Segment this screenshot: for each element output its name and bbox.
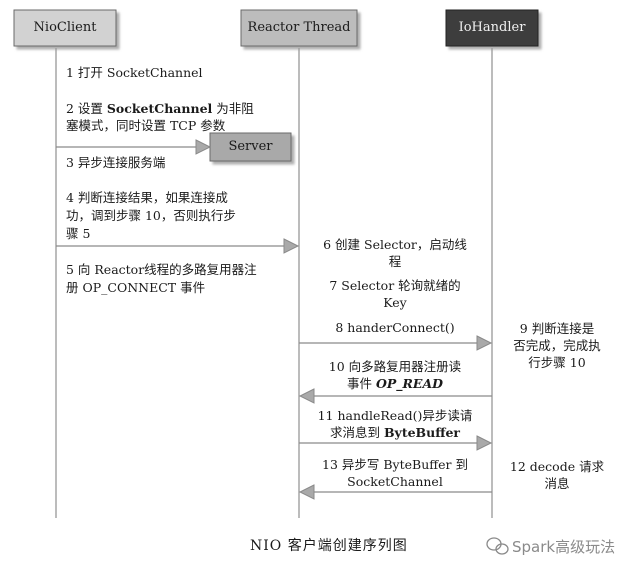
reactor-thread-label: Reactor Thread <box>247 20 351 35</box>
step-3-text: 3 异步连接服务端 <box>66 155 166 170</box>
step-11-line-1: 11 handleRead()异步读请 <box>317 408 473 423</box>
register-read-arrow-head <box>298 388 315 404</box>
message-arrows <box>56 139 493 500</box>
step-8-text: 8 handerConnect() <box>335 320 455 335</box>
step-6-line-1: 6 创建 Selector，启动线 <box>323 237 467 252</box>
write-buffer-arrow-head <box>298 484 315 500</box>
step-11-bytebuffer: ByteBuffer <box>383 425 460 440</box>
wechat-icon <box>486 537 509 555</box>
step-7-line-2: Key <box>383 295 407 310</box>
figure-caption: NIO 客户端创建序列图 <box>250 538 408 554</box>
server-label: Server <box>228 139 273 154</box>
nio-client-box <box>13 9 117 47</box>
step-9-line-1: 9 判断连接是 <box>519 321 595 336</box>
step-9-line-2: 否完成，完成执 <box>513 338 601 353</box>
step-4-line-3: 骤 5 <box>66 226 91 241</box>
reactor-thread-box <box>240 9 358 47</box>
step-4-line-1: 4 判断连接结果，如果连接成 <box>66 190 228 205</box>
step-5-line-2: 册 OP_CONNECT 事件 <box>66 280 206 295</box>
step-2-line-1: 2 设置 SocketChannel 为非阻 <box>66 100 254 117</box>
step-11-prefix: 求消息到 <box>330 425 384 440</box>
step-12-line-2: 消息 <box>544 476 570 491</box>
step-13-line-1: 13 异步写 ByteBuffer 到 <box>322 457 468 472</box>
step-2-socketchannel: SocketChannel <box>106 101 213 116</box>
step-4-line-2: 功，调到步骤 10，否则执行步 <box>66 208 236 223</box>
step-5-line-1: 5 向 Reactor线程的多路复用器注 <box>66 262 257 277</box>
server-box <box>209 132 292 162</box>
step-2-prefix: 2 设置 <box>66 101 107 116</box>
step-6-line-2: 程 <box>388 254 402 269</box>
step-11-line-2: 求消息到 ByteBuffer <box>302 424 488 441</box>
nio-client-label: NioClient <box>33 20 97 35</box>
step-9-line-3: 行步骤 10 <box>528 355 586 370</box>
handle-connect-arrow-head <box>476 335 493 351</box>
connect-server-arrow-head <box>195 139 212 155</box>
watermark-text: Spark高级玩法 <box>512 538 616 556</box>
step-10-line-1: 10 向多路复用器注册读 <box>328 359 462 374</box>
step-10-line-2: 事件 OP_READ <box>302 375 488 392</box>
step-2-line-2: 塞模式，同时设置 TCP 参数 <box>66 118 226 133</box>
step-2-suffix: 为非阻 <box>212 101 254 116</box>
step-12-line-1: 12 decode 请求 <box>509 459 605 474</box>
handle-read-arrow-head <box>476 435 493 451</box>
iohandler-box <box>445 9 539 47</box>
step-13-line-2: SocketChannel <box>347 474 443 489</box>
step-1-text: 1 打开 SocketChannel <box>66 65 203 80</box>
register-connect-arrow-head <box>283 238 300 254</box>
step-10-prefix: 事件 <box>347 376 376 391</box>
iohandler-label: IoHandler <box>458 20 526 35</box>
step-7-line-1: 7 Selector 轮询就绪的 <box>329 278 461 293</box>
step-10-op-read: OP_READ <box>375 376 443 391</box>
